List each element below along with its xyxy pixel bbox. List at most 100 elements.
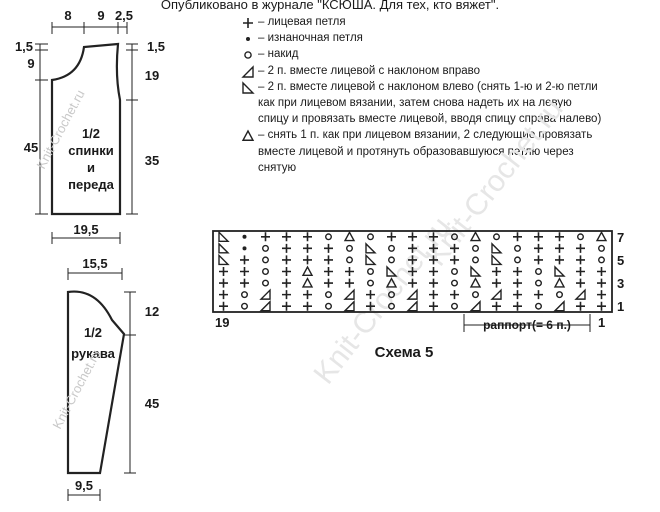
decrease-right-symbol (241, 64, 254, 78)
knit-symbol (429, 232, 438, 242)
knit-symbol (303, 255, 312, 265)
knit-symbol (366, 290, 375, 300)
knit-symbol (282, 255, 291, 265)
triangle-left-decrease-icon (238, 79, 258, 95)
knit-symbol (597, 278, 606, 288)
body-watermark: Knit-Crochet.ru (33, 87, 87, 171)
knit-symbol (576, 266, 585, 276)
knit-symbol (597, 290, 606, 300)
sleeve-right-dim-1: 12 (145, 304, 159, 319)
knit-symbol (324, 266, 333, 276)
body-top-dim-3: 2,5 (115, 8, 133, 23)
body-bottom-dim: 19,5 (73, 222, 98, 237)
knit-symbol (492, 278, 501, 288)
knit-symbol (513, 232, 522, 242)
sleeve-bottom-dim: 9,5 (75, 478, 93, 493)
knit-symbol (408, 243, 417, 253)
knit-symbol (366, 301, 375, 311)
knit-symbol (303, 301, 312, 311)
rapport-label: раппорт(= 6 п.) (483, 318, 571, 332)
decrease-right-symbol (553, 300, 565, 312)
legend-text-continuation: спицу и провязать вместе лицевой, вводя … (258, 113, 602, 126)
knit-symbol (324, 255, 333, 265)
sleeve-outline (66, 290, 126, 475)
legend-text: – лицевая петля (258, 16, 346, 28)
yarn-over-symbol (262, 256, 269, 264)
legend-text: – 2 п. вместе лицевой с наклоном влево (… (258, 80, 598, 93)
decrease-left-symbol (365, 242, 377, 254)
sleeve-right-dim-2: 45 (145, 396, 159, 411)
knit-symbol (576, 255, 585, 265)
decrease-left-symbol (365, 253, 377, 266)
yarn-over-symbol (556, 291, 563, 299)
legend-text-continuation: как при лицевом вязании, затем снова над… (258, 97, 572, 110)
double-decrease-symbol (469, 230, 482, 242)
triangle-double-decrease-icon (238, 127, 258, 143)
legend-text: – снять 1 п. как при лицевом вязании, 2 … (258, 129, 593, 142)
knit-symbol (345, 266, 354, 276)
chart-frame (212, 230, 613, 313)
row-number: 5 (617, 253, 624, 268)
yarn-over-symbol (325, 291, 332, 299)
knit-symbol (429, 255, 438, 265)
yarn-over-symbol (367, 233, 374, 241)
symbol-legend: – лицевая петля– изнаночная петля– накид… (238, 14, 658, 176)
sleeve-label-1: 1/2 (84, 325, 102, 340)
sleeve-pattern: 15,5 12 45 9,5 1/2 рукава Knit-Crochet.r… (49, 256, 159, 501)
knit-symbol (240, 255, 249, 265)
scheme-title: Схема 5 (375, 344, 434, 361)
decrease-left-symbol (554, 265, 566, 277)
knit-symbol (555, 255, 564, 265)
body-label-3: и (87, 160, 95, 175)
knit-symbol (492, 301, 501, 311)
publication-note: Опубликовано в журнале "КСЮША. Для тех, … (160, 0, 500, 12)
knit-symbol (429, 266, 438, 276)
decrease-left-symbol (218, 242, 230, 254)
knit-symbol (261, 232, 270, 242)
body-pattern: 8 9 2,5 1,5 9 45 1,5 19 35 19,5 1/2 спин… (15, 8, 165, 244)
yarn-over-symbol (514, 244, 521, 252)
knit-symbol (303, 243, 312, 253)
yarn-over-symbol (325, 302, 332, 310)
yarn-over-symbol (367, 268, 374, 275)
knit-symbol (282, 243, 291, 253)
yarn-over-symbol (598, 244, 605, 252)
legend-item: – 2 п. вместе лицевой с наклоном вправо (238, 63, 658, 79)
knit-symbol (534, 232, 543, 242)
legend-text-continuation: вместе лицевой и протянуть образовавшуюс… (258, 145, 574, 158)
decrease-right-symbol (469, 300, 481, 312)
knit-symbol (303, 290, 312, 300)
knit-symbol (513, 301, 522, 311)
yarn-over-symbol (262, 279, 269, 287)
body-top-dim-2: 9 (97, 8, 104, 23)
purl-symbol (242, 246, 247, 251)
plus-knit-icon (238, 14, 258, 30)
decrease-right-symbol (259, 300, 271, 312)
decrease-left-symbol (386, 265, 398, 277)
knit-symbol (576, 278, 585, 288)
knit-symbol (408, 255, 417, 265)
knit-symbol (429, 243, 438, 253)
sleeve-label-2: рукава (71, 346, 116, 361)
sleeve-top-dim: 15,5 (82, 256, 107, 271)
triangle-right-decrease-icon (238, 63, 258, 79)
yarn-over-symbol (241, 302, 248, 310)
knit-symbol (450, 255, 459, 265)
knit-symbol (534, 243, 543, 253)
legend-item: – 2 п. вместе лицевой с наклоном влево (… (238, 79, 658, 95)
decrease-right-symbol (574, 288, 586, 300)
knit-symbol (492, 266, 501, 276)
body-label-2: спинки (68, 143, 113, 158)
knit-symbol (576, 243, 585, 253)
dot-purl-icon (238, 30, 258, 46)
yarn-over-symbol (535, 268, 542, 275)
knit-symbol (408, 266, 417, 276)
yarn-over-symbol (472, 256, 479, 264)
row-number: 3 (617, 276, 624, 291)
body-left-dim-1: 1,5 (15, 39, 33, 54)
yarn-over-symbol (451, 268, 458, 275)
yarn-over-symbol (388, 291, 395, 299)
knit-symbol (555, 232, 564, 242)
